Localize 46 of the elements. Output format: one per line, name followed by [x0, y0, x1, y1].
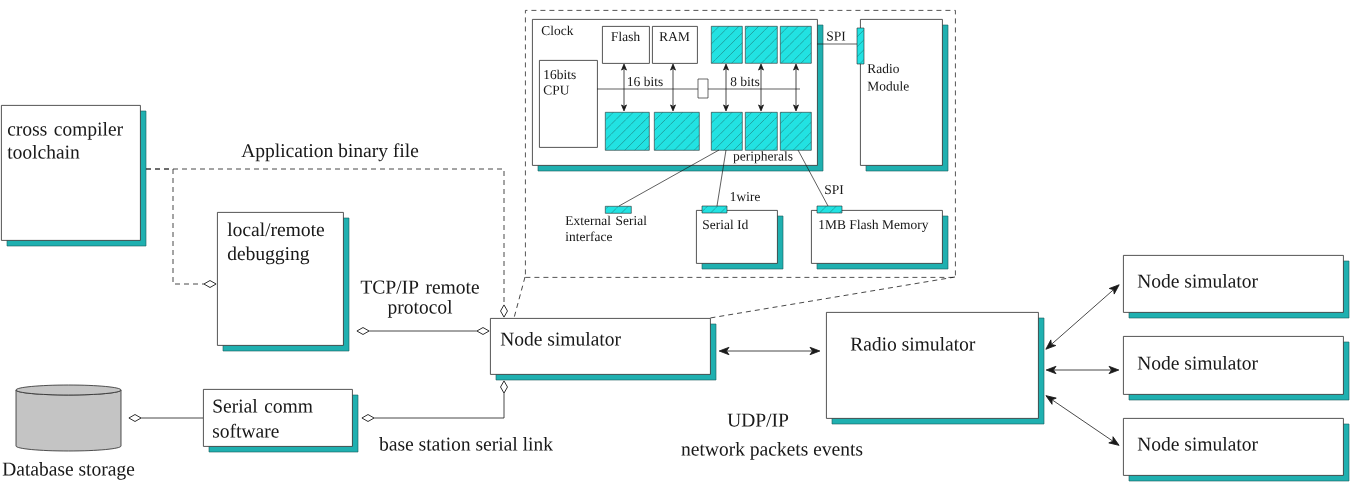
- module-box: Radio Module: [860, 19, 949, 172]
- memory-box: RAM: [652, 26, 698, 64]
- diamond-connector: [356, 327, 490, 335]
- detail-frame: [525, 10, 956, 278]
- node-caption: External Serial interface: [565, 215, 647, 242]
- double-arrow: [1045, 395, 1120, 446]
- component-box: Radio simulator: [826, 312, 1045, 425]
- double-arrow: [621, 63, 627, 112]
- double-arrow: [1045, 284, 1120, 350]
- connector-line: [618, 149, 720, 207]
- text-label: UDP/IP: [727, 413, 789, 427]
- text-label: network packets events: [681, 442, 863, 460]
- double-arrow: [723, 63, 729, 112]
- edge-label: 1wire: [728, 191, 762, 203]
- edge-label: base station serial link: [378, 436, 554, 452]
- double-arrow: [793, 63, 799, 112]
- connector-line: [816, 43, 858, 45]
- cpu-box: 16bits CPU: [539, 60, 598, 148]
- diamond-connector: [361, 380, 508, 422]
- edge-label: TCP/IP remote protocol: [351, 279, 489, 319]
- component-box: Serial comm software: [203, 389, 359, 453]
- component-box: Node simulator: [1123, 418, 1350, 482]
- double-arrow: [670, 63, 676, 112]
- diamond-connector: [145, 168, 217, 288]
- edge-label: SPI: [825, 30, 847, 42]
- text-label: 16 bits: [628, 76, 663, 87]
- diamond-connector: [128, 414, 204, 422]
- bus-line: [596, 88, 801, 90]
- double-arrow: [758, 63, 764, 112]
- component-box: local/remote debugging: [217, 212, 350, 352]
- edge-label: SPI: [823, 184, 845, 196]
- node-caption: Database storage: [2, 462, 135, 480]
- component-box: 1MB Flash Memory: [811, 210, 949, 270]
- memory-box: Flash: [602, 26, 650, 64]
- text-label: 8 bits: [730, 76, 760, 87]
- connector-line: [797, 149, 829, 207]
- double-arrow: [718, 346, 821, 356]
- component-box: cross compiler toolchain: [1, 105, 147, 247]
- edge-label: Application binary file: [240, 142, 420, 163]
- connector-line: [716, 149, 727, 207]
- double-arrow: [1045, 365, 1120, 375]
- component-box: Node simulator: [1123, 255, 1350, 319]
- component-box: Node simulator: [490, 318, 717, 381]
- component-box: Node simulator: [1123, 336, 1350, 401]
- zoom-line: [513, 276, 526, 319]
- zoom-line: [709, 276, 956, 319]
